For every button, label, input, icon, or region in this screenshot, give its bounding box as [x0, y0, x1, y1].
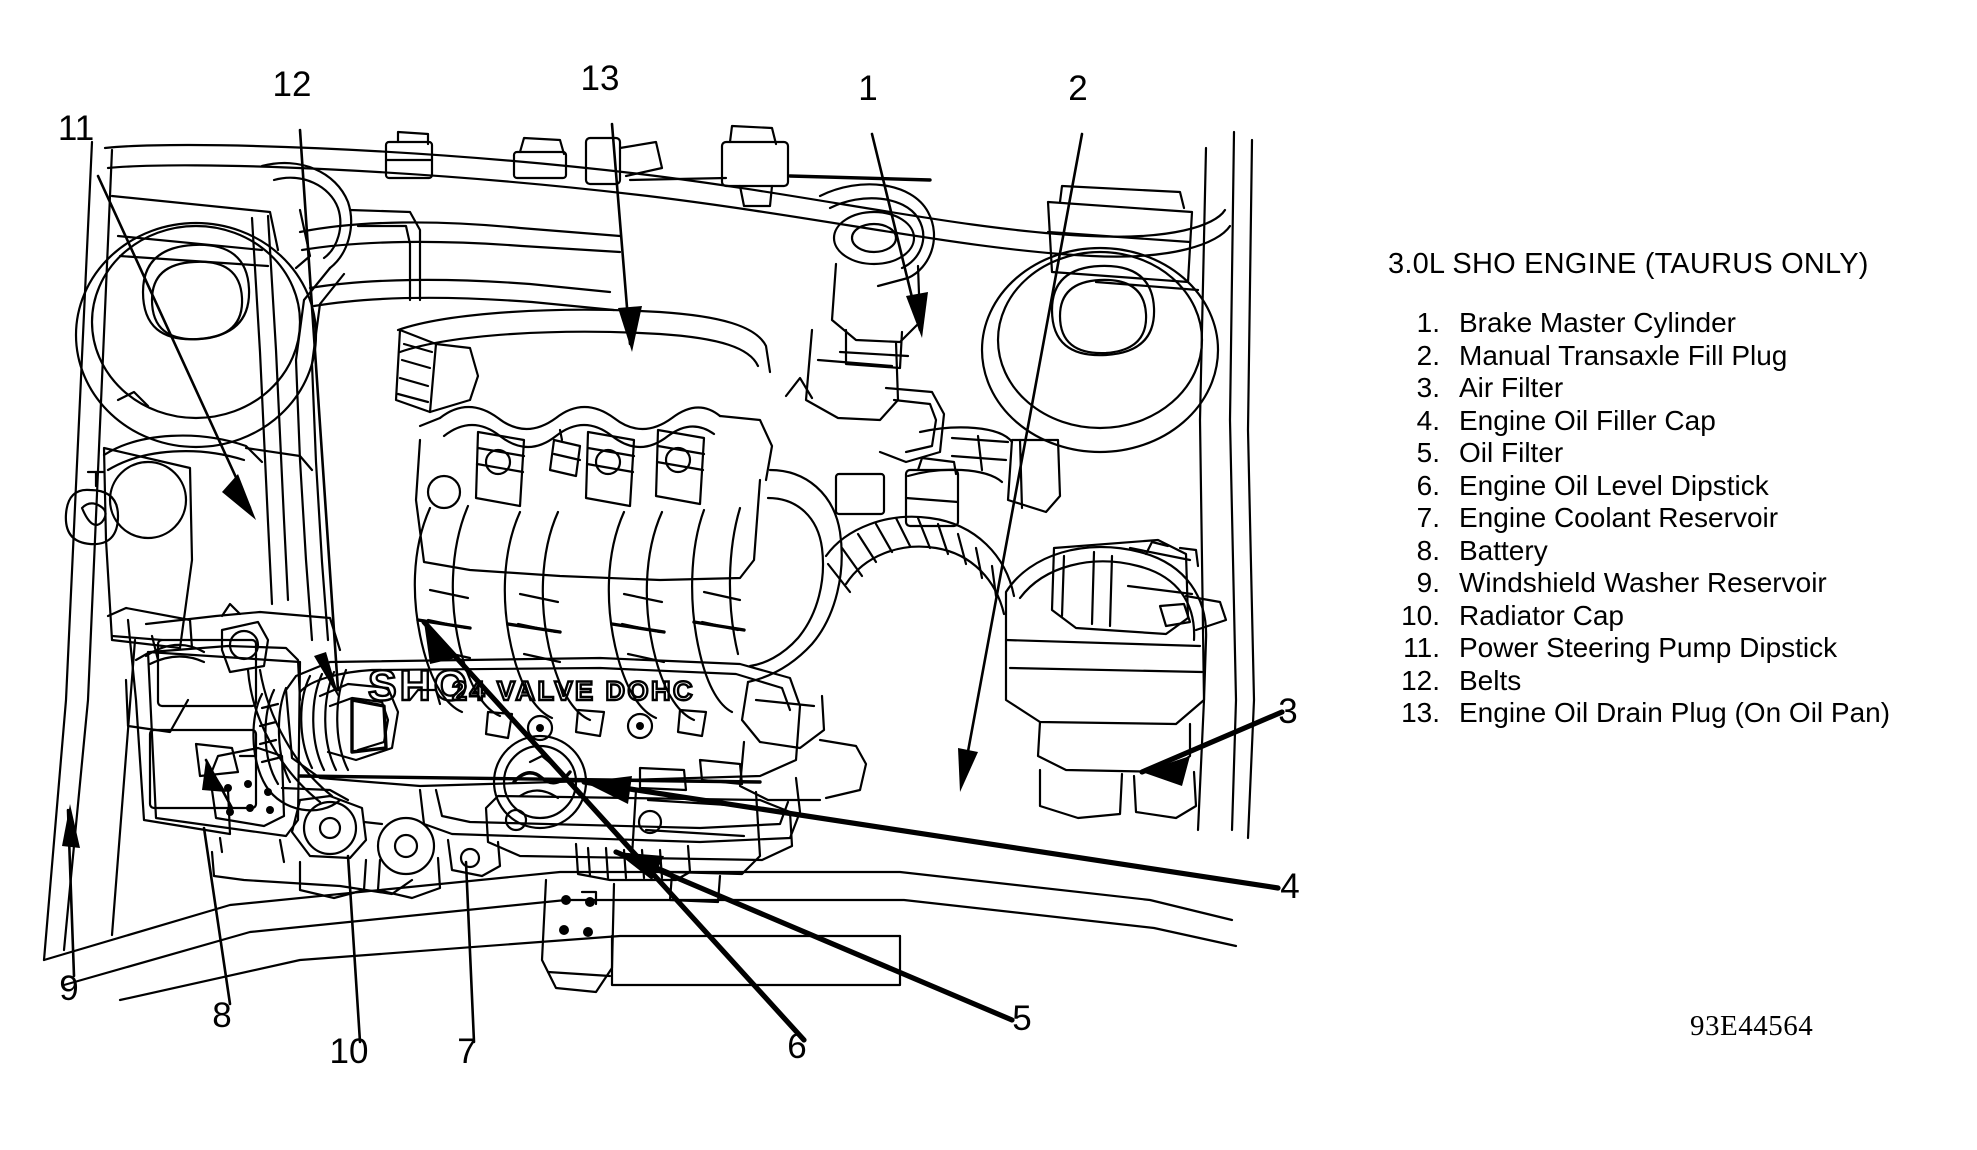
legend-item-number: 4. — [1416, 404, 1440, 436]
legend-item-label: Radiator Cap — [1459, 599, 1624, 631]
legend-title: 3.0L SHO ENGINE (TAURUS ONLY) — [1388, 248, 1869, 280]
legend-item-number: 9. — [1416, 567, 1440, 598]
engine-hoses-left — [250, 124, 932, 642]
washer-and-coolant-reservoirs — [64, 194, 318, 734]
legend-item-number: 1. — [1416, 307, 1440, 338]
callout-number-12: 12 — [273, 65, 312, 104]
legend-item-label: Engine Oil Level Dipstick — [1459, 469, 1769, 501]
legend-item-label: Battery — [1459, 534, 1548, 566]
callout-number-7: 7 — [457, 1032, 476, 1071]
legend-item-number: 2. — [1416, 339, 1440, 371]
callout-number-1: 1 — [858, 69, 877, 108]
legend-item-label: Windshield Washer Reservoir — [1459, 567, 1827, 598]
legend-item-number: 13. — [1401, 697, 1440, 728]
legend-item-label: Belts — [1459, 664, 1522, 696]
legend-item-label: Manual Transaxle Fill Plug — [1459, 339, 1788, 371]
intake-manifold — [394, 308, 774, 722]
legend-item: 7. Engine Coolant Reservoir — [1388, 502, 1958, 535]
callout-number-6: 6 — [787, 1027, 806, 1066]
legend-item: 9. Windshield Washer Reservoir — [1388, 567, 1958, 600]
throttle-body-and-air-intake — [784, 183, 1208, 820]
callout-leaders — [62, 122, 1285, 1044]
legend-item-label: Engine Oil Drain Plug (On Oil Pan) — [1459, 697, 1891, 728]
legend-item-label: Engine Oil Filler Cap — [1459, 404, 1716, 436]
callout-number-4: 4 — [1280, 867, 1299, 906]
callout-number-8: 8 — [212, 996, 231, 1035]
legend-item-number: 6. — [1416, 469, 1440, 501]
callout-number-5: 5 — [1012, 999, 1031, 1038]
legend-item: 2. Manual Transaxle Fill Plug — [1388, 340, 1958, 373]
legend-panel: 3.0L SHO ENGINE (TAURUS ONLY) 1. Brake Ma… — [1388, 248, 1958, 730]
legend-item: 1. Brake Master Cylinder — [1388, 307, 1958, 340]
engine-cover-text-valve: 24 VALVE DOHC — [452, 676, 695, 706]
legend-item: 11. Power Steering Pump Dipstick — [1388, 632, 1958, 665]
legend-item-label: Power Steering Pump Dipstick — [1459, 632, 1838, 663]
engine-front-cover: SHO 24 VALVE DOHC — [284, 656, 802, 788]
legend-item-label: Air Filter — [1459, 372, 1564, 403]
callout-number-2: 2 — [1068, 69, 1087, 108]
accessory-drive-and-belts — [194, 682, 442, 900]
legend-item: 12. Belts — [1388, 665, 1958, 698]
engine-bay-line-drawing: SHO 24 VALVE DOHC — [42, 59, 1300, 1071]
legend-item-number: 12. — [1401, 664, 1440, 696]
legend-item-number: 10. — [1401, 599, 1440, 631]
legend-item: 6. Engine Oil Level Dipstick — [1388, 470, 1958, 503]
legend-item-number: 8. — [1416, 534, 1440, 566]
callout-number-11: 11 — [58, 109, 94, 148]
strut-tower-and-master-cylinder — [906, 184, 1228, 636]
legend-item: 3. Air Filter — [1388, 372, 1958, 405]
legend-item-number: 3. — [1416, 372, 1440, 403]
legend-item: 10. Radiator Cap — [1388, 600, 1958, 633]
figure-code: 93E44564 — [1690, 1010, 1814, 1042]
legend-item: 13. Engine Oil Drain Plug (On Oil Pan) — [1388, 697, 1958, 730]
callout-number-9: 9 — [59, 969, 78, 1008]
legend-item-number: 11. — [1403, 632, 1440, 663]
engine-cover-text-sho: SHO — [368, 662, 470, 710]
callout-number-3: 3 — [1278, 692, 1297, 731]
legend-item-number: 5. — [1416, 437, 1440, 468]
legend-item-label: Brake Master Cylinder — [1459, 307, 1736, 338]
legend-item-label: Oil Filter — [1459, 437, 1564, 468]
callout-number-10: 10 — [330, 1032, 369, 1071]
legend-item: 5. Oil Filter — [1388, 437, 1958, 470]
legend-item-number: 7. — [1416, 502, 1440, 533]
legend-list: 1. Brake Master Cylinder 2. Manual Transaxl… — [1388, 307, 1958, 730]
legend-item: 4. Engine Oil Filler Cap — [1388, 405, 1958, 438]
legend-item: 8. Battery — [1388, 535, 1958, 568]
legend-item-label: Engine Coolant Reservoir — [1459, 502, 1779, 533]
callout-number-13: 13 — [581, 59, 620, 98]
